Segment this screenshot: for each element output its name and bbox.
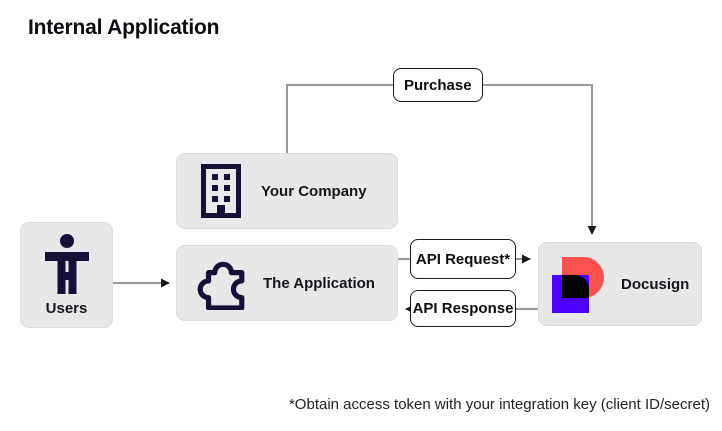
building-icon [201,164,241,218]
node-your-company: Your Company [176,153,398,229]
edge-label-api-response: API Response [410,290,516,327]
node-docusign-label: Docusign [621,275,690,293]
docusign-logo [551,255,605,314]
node-your-company-label: Your Company [261,182,367,200]
puzzle-piece-icon [197,261,245,310]
diagram-title: Internal Application [28,16,220,39]
node-docusign: Docusign [538,242,702,326]
node-the-application: The Application [176,245,398,321]
user-figure-icon [44,234,89,294]
node-the-application-label: The Application [263,274,375,292]
edge-label-purchase: Purchase [393,68,483,102]
footnote: *Obtain access token with your integrati… [288,396,710,413]
edge-label-api-request: API Request* [410,239,516,279]
node-users: Users [20,222,113,328]
docusign-logo-overlap-shape [562,274,589,298]
node-users-label: Users [45,300,88,317]
